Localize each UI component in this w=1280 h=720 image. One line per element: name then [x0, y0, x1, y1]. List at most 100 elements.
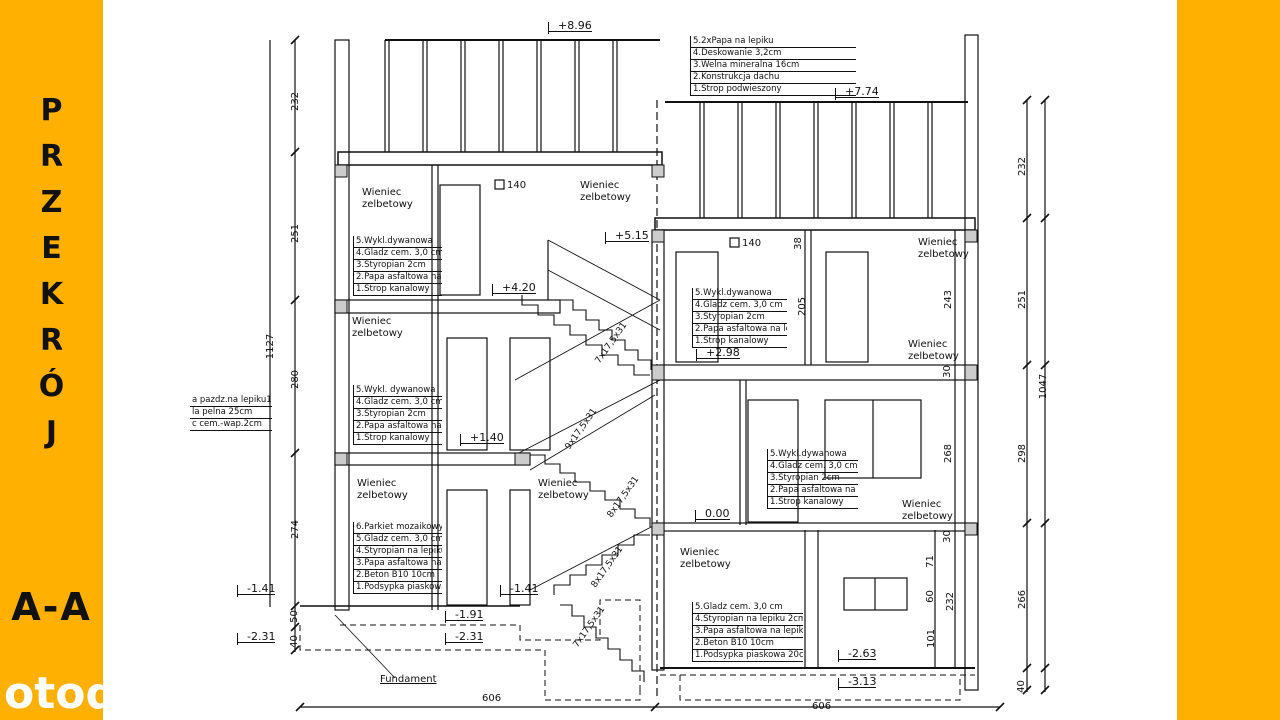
spec-row: 1.Strop kanalowy: [354, 284, 442, 296]
elevation-marker: +1.40: [460, 432, 504, 446]
spec-row: 3.Styropian 2cm: [354, 260, 442, 272]
dimension-label: 60: [924, 590, 936, 603]
elevation-marker: +8.96: [548, 20, 592, 34]
dimension-label: 101: [926, 628, 938, 649]
foundation-label: Fundament: [380, 674, 437, 685]
spec-row: 1.Podsypka piaskowa 20cm: [354, 582, 442, 594]
spec-row: 3.Papa asfaltowa na lepiku: [693, 626, 803, 638]
title-letter: K: [39, 277, 64, 312]
title-letter: Ó: [38, 369, 65, 404]
dimension-tick: [1022, 360, 1032, 370]
dimension-tick: [290, 35, 300, 45]
title-letter: Z: [40, 185, 63, 220]
dimension-label: 266: [1017, 589, 1029, 610]
ring-beam-label-line1: Wieniec: [908, 339, 948, 350]
dimension-tick: [650, 702, 660, 712]
otodom-logo: otodom: [4, 668, 103, 719]
spec-row: 5.Wykl.dywanowa: [354, 236, 442, 248]
ring-beam-label-line2: zelbetowy: [362, 199, 413, 210]
dimension-label: 243: [943, 289, 955, 310]
dimension-label: 71: [924, 555, 936, 568]
spec-row: 5.Wykl.dywanowa: [768, 449, 858, 461]
spec-row: 4.Gladz cem. 3,0 cm: [354, 248, 442, 260]
ring-beam-label-line1: Wieniec: [580, 180, 620, 191]
ring-beam-label-line2: zelbetowy: [580, 192, 631, 203]
dimension-label: 268: [943, 443, 955, 464]
dimension-label: 232: [945, 591, 957, 612]
dimension-tick: [1040, 95, 1050, 105]
ring-beam-label-line2: zelbetowy: [918, 249, 969, 260]
dimension-tick: [1040, 663, 1050, 673]
dimension-label: 40: [1015, 680, 1027, 693]
spec-table-floor-ground-left: 6.Parkiet mozaikowy 0,8cm5.Gladz cem. 3,…: [353, 522, 442, 594]
rafters-right: [699, 102, 933, 218]
spec-row: 3.Styropian 2cm: [693, 312, 787, 324]
dimension-label: 232: [1017, 156, 1029, 177]
dimension-label: 606: [812, 701, 832, 712]
title-letter: P: [40, 93, 63, 128]
dimension-tick: [1040, 518, 1050, 528]
dimension-tick: [290, 147, 300, 157]
dimension-tick: [995, 702, 1005, 712]
ring-beam-label-line2: zelbetowy: [680, 559, 731, 570]
door: [509, 489, 531, 606]
spec-row: a pazdz.na lepiku1,2cm: [190, 395, 272, 407]
spec-row: c cem.-wap.2cm: [190, 419, 272, 431]
spec-row: 4.Deskowanie 3,2cm: [691, 48, 856, 60]
right-orange-panel: [1177, 0, 1280, 720]
elevation-marker: -2.31: [445, 631, 484, 645]
door: [446, 337, 488, 451]
dimension-label: 1047: [1038, 373, 1050, 400]
dimension-label: 280: [290, 369, 302, 390]
spec-row: 2.Beton B10 10cm: [693, 638, 803, 650]
spec-row: 3.Styropian 2cm: [768, 473, 858, 485]
spec-row: 1.Podsypka piaskowa 20cm: [693, 650, 803, 662]
ring-beam-label-line1: Wieniec: [357, 478, 397, 489]
ring-beam-label-line2: zelbetowy: [538, 490, 589, 501]
spec-row: 5.Wykl. dywanowa: [354, 385, 442, 397]
spec-row: 1.Strop kanalowy: [354, 433, 442, 445]
dimension-label: 606: [482, 693, 502, 704]
dimension-tick: [1022, 95, 1032, 105]
dimension-tick: [1022, 685, 1032, 695]
ring-beam-label-line1: Wieniec: [902, 499, 942, 510]
dimension-label: 1127: [265, 333, 277, 360]
door: [439, 184, 481, 296]
spec-row: 6.Parkiet mozaikowy 0,8cm: [354, 522, 442, 534]
spec-row: 2.Papa asfaltowa na lepiku: [693, 324, 787, 336]
door: [825, 251, 869, 363]
ring-beam-label-line2: zelbetowy: [352, 328, 403, 339]
spec-row: 4.Styropian na lepiku 2cm: [693, 614, 803, 626]
title-letter: R: [39, 323, 64, 358]
spec-row: 1.Strop kanalowy: [768, 497, 858, 509]
dimension-label: 251: [1017, 289, 1029, 310]
ring-beam-label-line1: Wieniec: [680, 547, 720, 558]
elevation-marker: +2.98: [696, 347, 740, 361]
chimney-label: 140: [742, 238, 762, 249]
dimension-label: 38: [792, 237, 804, 250]
spec-row: 5.Wykl.dywanowa: [693, 288, 787, 300]
left-wall: [334, 39, 350, 611]
door: [446, 489, 488, 606]
section-label: A-A: [11, 585, 92, 629]
spec-row: 3.Styropian 2cm: [354, 409, 442, 421]
chimney-label: 140: [507, 180, 527, 191]
spec-row: 2.Beton B10 10cm: [354, 570, 442, 582]
dimension-tick: [295, 702, 305, 712]
dimension-label: 40: [288, 635, 300, 648]
dimension-label: 251: [290, 223, 302, 244]
dimension-label: 232: [290, 91, 302, 112]
dimension-tick: [290, 448, 300, 458]
